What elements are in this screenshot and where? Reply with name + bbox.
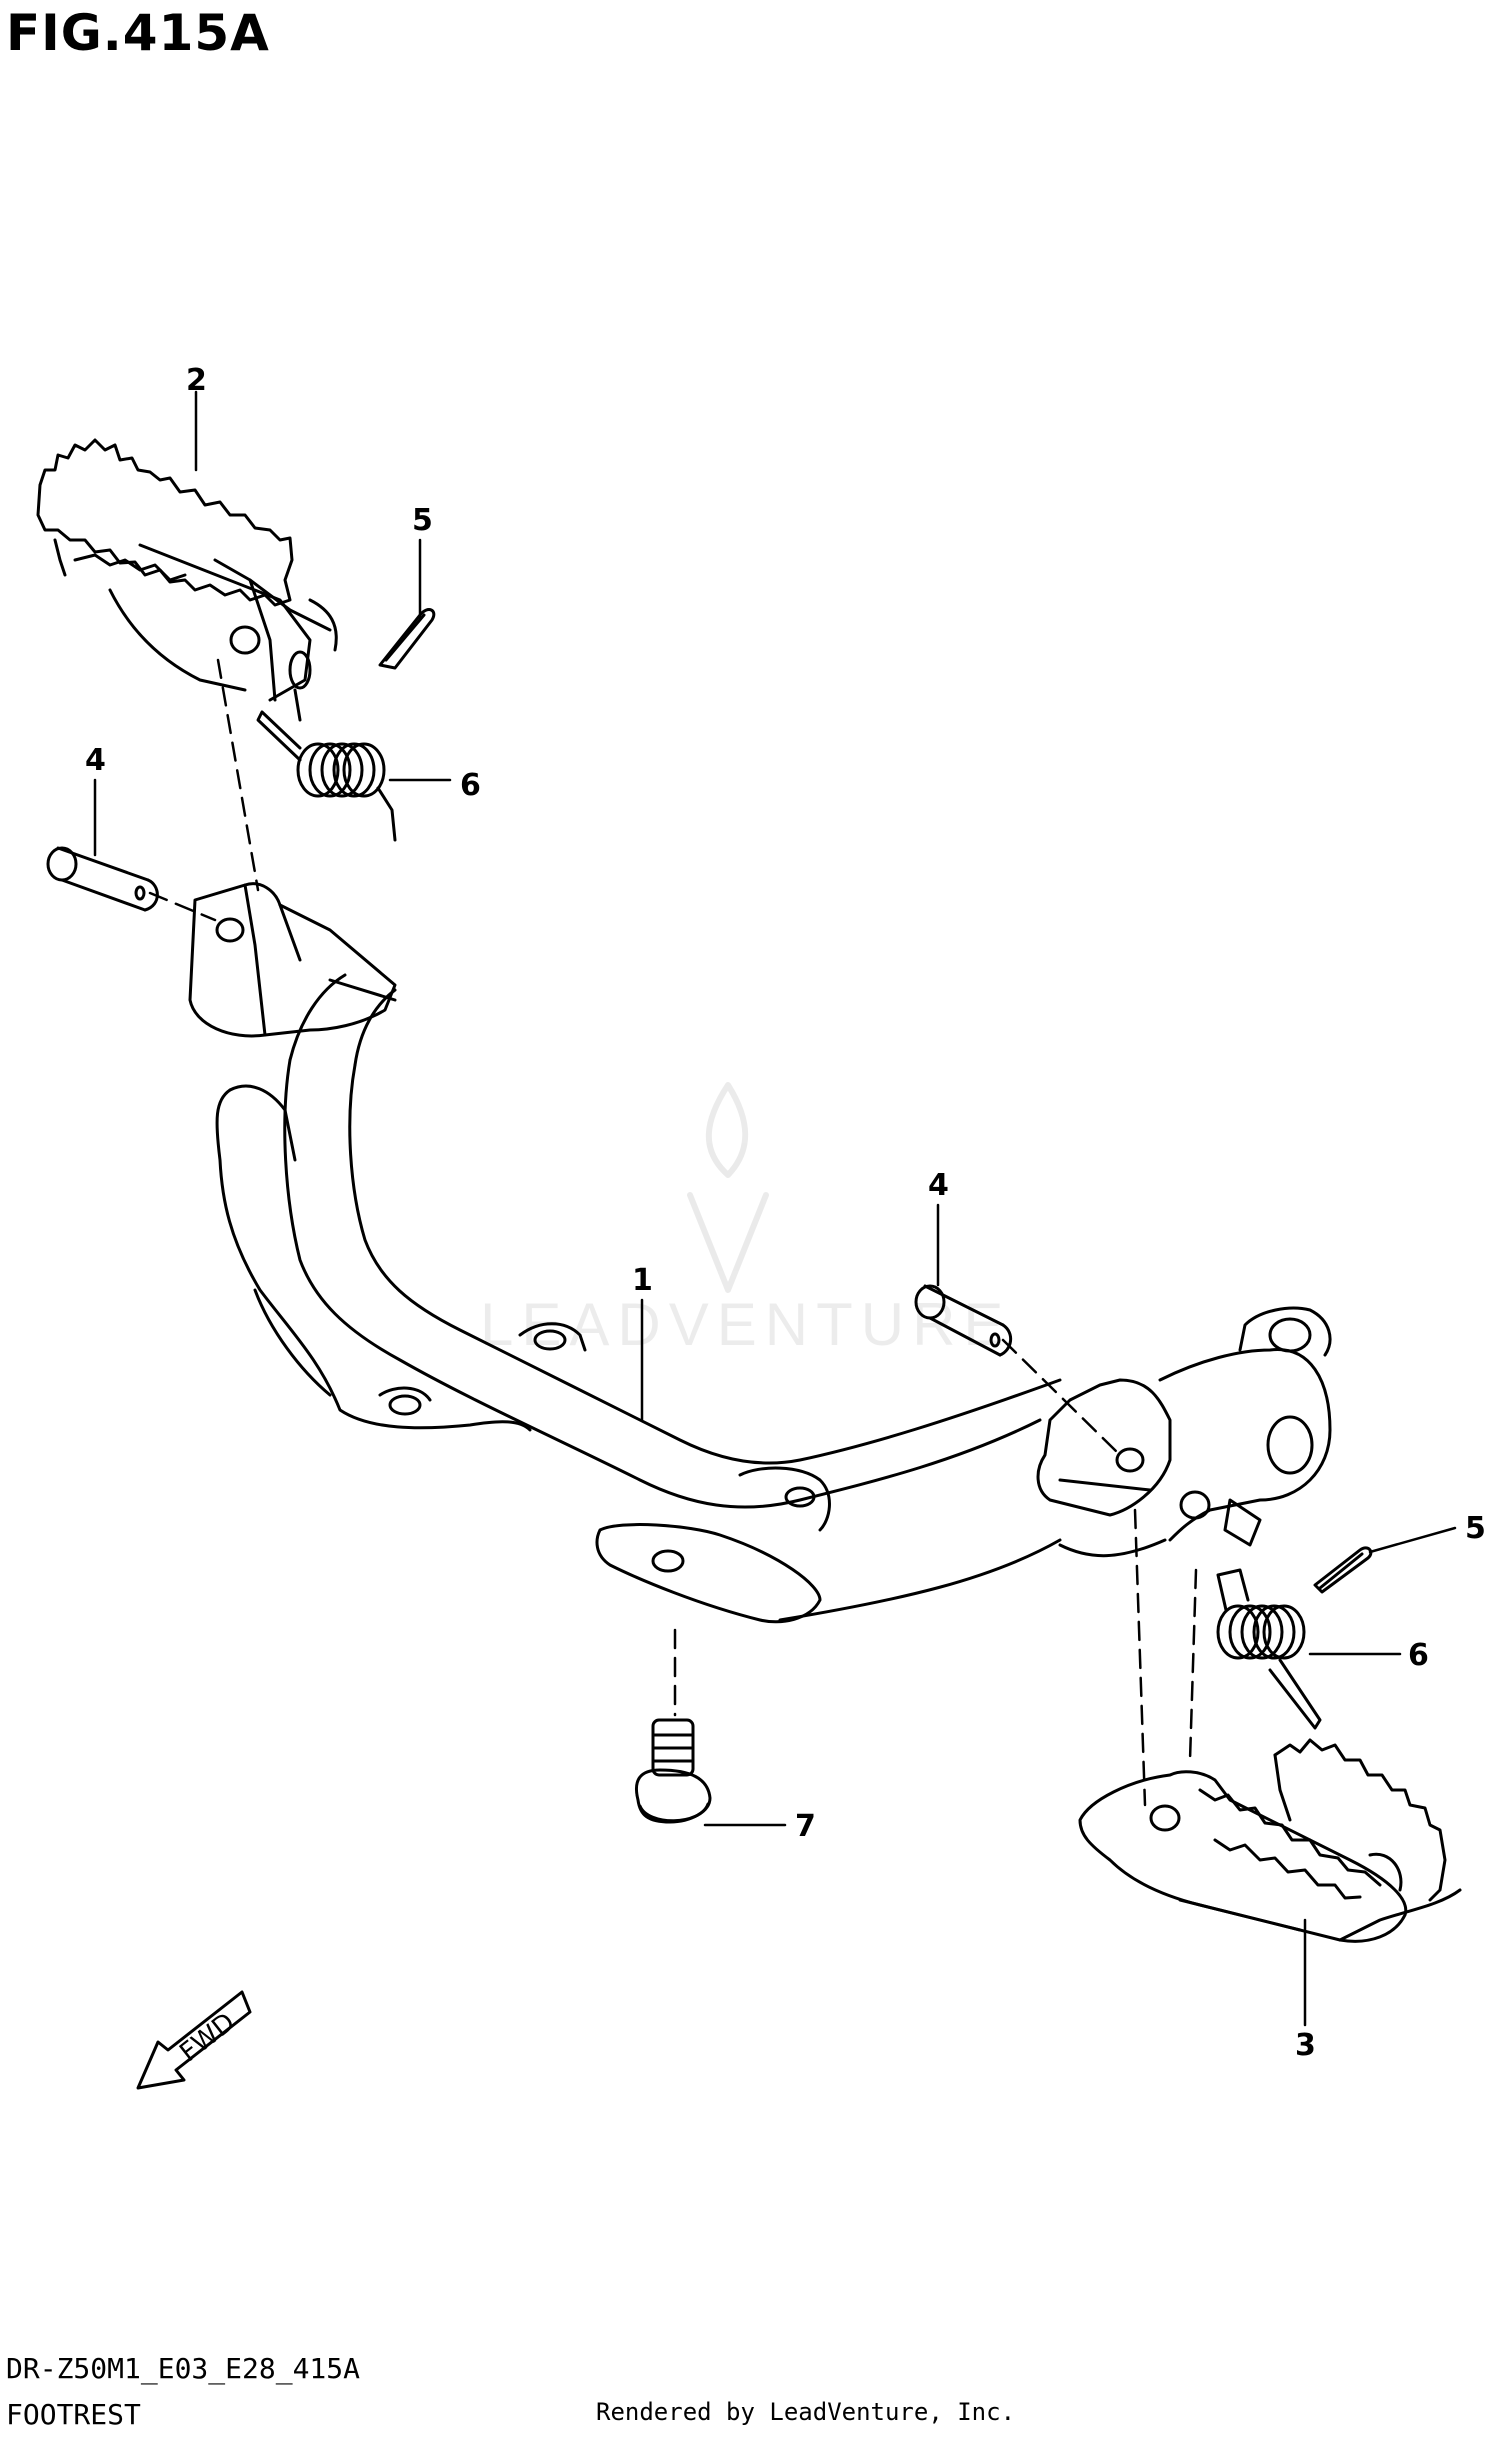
leader-lines [93,390,1457,2027]
callout-5-right: 5 [1465,1511,1486,1546]
callout-7: 7 [795,1809,816,1844]
callout-2: 2 [186,363,207,398]
rendered-by-credit: Rendered by LeadVenture, Inc. [596,2398,1016,2426]
right-cotter-pin-part [1313,1546,1373,1594]
left-cotter-pin-part [378,608,436,670]
right-spring-part [1216,1568,1322,1730]
fwd-arrow-icon: FWD [136,1990,252,2090]
callout-3: 3 [1295,2028,1316,2063]
left-clevis-pin-part [46,846,159,912]
callout-4-right: 4 [928,1168,949,1203]
fwd-arrow-label: FWD [174,2007,240,2068]
figure-code: DR-Z50M1_E03_E28_415A [6,2352,361,2385]
callout-6-left: 6 [460,768,481,803]
callout-4-left: 4 [85,743,106,778]
bolt-part [635,1718,712,1824]
figure-name: FOOTREST [6,2398,141,2431]
alignment-lines [148,658,1198,1807]
right-clevis-pin-part [914,1284,1012,1357]
callout-6-right: 6 [1408,1638,1429,1673]
footrest-bracket-part [188,882,1332,1624]
figure-title: FIG.415A [6,4,270,62]
callout-5-left: 5 [412,503,433,538]
callout-1: 1 [632,1263,653,1298]
right-footpeg-part [1078,1738,1462,1943]
left-footpeg-part [36,438,338,722]
left-spring-part [256,710,397,842]
watermark-logo [687,1082,769,1293]
